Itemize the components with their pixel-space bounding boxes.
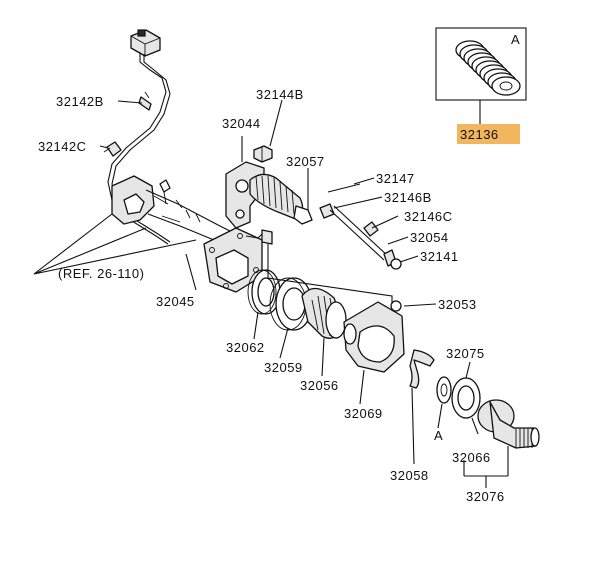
label-32146C[interactable]: 32146C xyxy=(404,209,453,224)
label-32142C[interactable]: 32142C xyxy=(38,139,87,154)
output-shaft xyxy=(436,376,540,449)
label-32056[interactable]: 32056 xyxy=(300,378,339,393)
label-32141[interactable]: 32141 xyxy=(420,249,459,264)
wiring-harness xyxy=(103,29,171,245)
highlight-32136 xyxy=(457,124,520,144)
label-32058[interactable]: 32058 xyxy=(390,468,429,483)
label-32147[interactable]: 32147 xyxy=(376,171,415,186)
label-32053[interactable]: 32053 xyxy=(438,297,477,312)
inset-a: A 32136 xyxy=(435,27,527,144)
housing-cover xyxy=(343,300,405,373)
disc-spring-stack xyxy=(455,40,521,96)
label-32136[interactable]: 32136 xyxy=(460,127,499,142)
inset-a-letter: A xyxy=(511,32,520,47)
label-32075[interactable]: 32075 xyxy=(446,346,485,361)
label-32146B[interactable]: 32146B xyxy=(384,190,432,205)
label-32076[interactable]: 32076 xyxy=(466,489,505,504)
label-32054[interactable]: 32054 xyxy=(410,230,449,245)
fork-rod xyxy=(319,183,402,270)
bearing xyxy=(269,277,313,331)
label-32059[interactable]: 32059 xyxy=(264,360,303,375)
rubber-boot xyxy=(249,173,313,225)
washer-a-letter: A xyxy=(434,428,443,443)
clutch-sleeve xyxy=(301,287,347,339)
label-32057[interactable]: 32057 xyxy=(286,154,325,169)
axle-housing xyxy=(111,175,273,293)
leader-lines xyxy=(33,99,509,488)
label-32066[interactable]: 32066 xyxy=(452,450,491,465)
snap-clip xyxy=(409,349,435,389)
label-32142B[interactable]: 32142B xyxy=(56,94,104,109)
label-32044[interactable]: 32044 xyxy=(222,116,261,131)
label-32062[interactable]: 32062 xyxy=(226,340,265,355)
part-labels: 32142B 32142C 32144B 32044 32057 32147 3… xyxy=(38,87,505,504)
label-32144B[interactable]: 32144B xyxy=(256,87,304,102)
label-32069[interactable]: 32069 xyxy=(344,406,383,421)
ref-note: (REF. 26-110) xyxy=(58,266,144,281)
label-32045[interactable]: 32045 xyxy=(156,294,195,309)
